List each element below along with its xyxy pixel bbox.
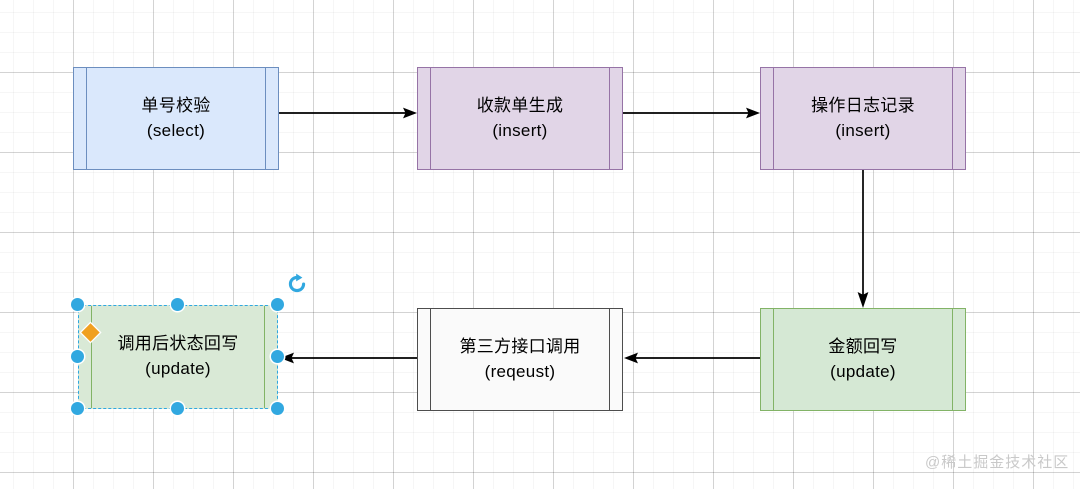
node-status-writeback[interactable]: 调用后状态回写 (update) — [78, 305, 278, 409]
subroutine-bar-right — [952, 309, 953, 410]
edge-operation-log-to-amount-writeback[interactable] — [853, 170, 873, 310]
handle-bottom-right[interactable] — [271, 402, 284, 415]
subroutine-bar-right — [265, 68, 266, 169]
node-label: 单号校验 (select) — [141, 95, 211, 140]
handle-top-center[interactable] — [171, 298, 184, 311]
edge-amount-writeback-to-third-party-call[interactable] — [623, 348, 762, 368]
watermark: @稀土掘金技术社区 — [925, 454, 1070, 471]
node-receipt-generate[interactable]: 收款单生成 (insert) — [417, 67, 623, 170]
subroutine-bar-right — [952, 68, 953, 169]
node-label: 第三方接口调用 (reqeust) — [459, 336, 581, 381]
handle-middle-left[interactable] — [71, 350, 84, 363]
subroutine-bar-left — [430, 68, 431, 169]
edge-third-party-call-to-status-writeback[interactable] — [278, 348, 419, 368]
node-label: 调用后状态回写 (update) — [117, 334, 239, 378]
subroutine-bar-right — [609, 68, 610, 169]
handle-bottom-left[interactable] — [71, 402, 84, 415]
node-label: 金额回写 (update) — [828, 336, 898, 381]
node-third-party-call[interactable]: 第三方接口调用 (reqeust) — [417, 308, 623, 411]
node-order-no-validate[interactable]: 单号校验 (select) — [73, 67, 279, 170]
node-operation-log[interactable]: 操作日志记录 (insert) — [760, 67, 966, 170]
node-label: 收款单生成 (insert) — [476, 95, 564, 140]
subroutine-bar-left — [86, 68, 87, 169]
handle-bottom-center[interactable] — [171, 402, 184, 415]
rotate-icon[interactable] — [286, 273, 308, 295]
node-amount-writeback[interactable]: 金额回写 (update) — [760, 308, 966, 411]
edge-order-no-validate-to-receipt-generate[interactable] — [279, 103, 419, 123]
subroutine-bar-right — [609, 309, 610, 410]
subroutine-bar-right — [264, 306, 265, 408]
subroutine-bar-left — [773, 309, 774, 410]
handle-top-right[interactable] — [271, 298, 284, 311]
handle-middle-right[interactable] — [271, 350, 284, 363]
subroutine-bar-left — [773, 68, 774, 169]
edge-receipt-generate-to-operation-log[interactable] — [623, 103, 762, 123]
node-label: 操作日志记录 (insert) — [811, 95, 915, 140]
handle-top-left[interactable] — [71, 298, 84, 311]
subroutine-bar-left — [91, 306, 92, 408]
subroutine-bar-left — [430, 309, 431, 410]
